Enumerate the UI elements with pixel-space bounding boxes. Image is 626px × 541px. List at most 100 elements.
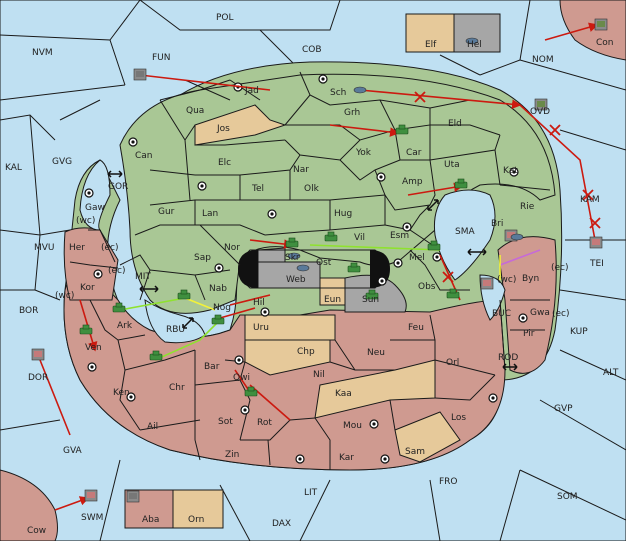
label-her: Her [69, 243, 85, 253]
label-fro: FRO [439, 477, 458, 487]
label-qua: Qua [186, 106, 204, 116]
label-amp: Amp [402, 177, 423, 187]
label-nor: Nor [224, 243, 240, 253]
province-cow[interactable] [0, 469, 58, 541]
order-move[interactable] [229, 294, 271, 306]
province-jos[interactable] [194, 104, 287, 146]
order-move[interactable] [139, 74, 271, 91]
fleet-icon[interactable] [31, 18, 608, 503]
label-kor-ec: (ec) [108, 266, 126, 276]
province-elf[interactable] [405, 13, 455, 53]
label-dor: DOR [28, 373, 48, 383]
label-olk: Olk [304, 184, 320, 194]
order-move[interactable] [54, 496, 90, 511]
order-move[interactable] [519, 104, 596, 241]
label-nog: Nog [213, 303, 231, 313]
supply-center-icon [84, 74, 528, 464]
label-kat: Kat [503, 166, 518, 176]
label-aba: Aba [142, 515, 159, 525]
label-sch: Sch [330, 88, 346, 98]
order-move[interactable] [329, 124, 400, 137]
label-gwa-ec: (ec) [552, 309, 570, 319]
label-gor: GOR [108, 182, 128, 192]
label-nvm: NVM [32, 48, 53, 58]
order-move[interactable] [39, 359, 71, 436]
label-hil: Hil [253, 298, 265, 308]
label-sma: SMA [455, 227, 475, 237]
label-som: SOM [557, 492, 578, 502]
order-support[interactable] [184, 297, 216, 311]
units [31, 18, 608, 503]
label-nil: Nil [313, 370, 325, 380]
label-eun: Eun [324, 295, 341, 305]
label-nar: Nar [293, 165, 309, 175]
label-swm: SWM [81, 513, 103, 523]
supply-centers [84, 74, 528, 464]
label-ovd: OVD [530, 107, 550, 117]
order-support[interactable] [499, 249, 541, 266]
label-hel: Hel [467, 40, 482, 50]
label-gaw: Gaw [85, 203, 105, 213]
label-eld: Eld [448, 119, 462, 129]
label-mit: MIT [135, 272, 151, 282]
order-move[interactable] [359, 89, 522, 110]
label-cow: Cow [27, 526, 46, 536]
label-feu: Feu [408, 323, 424, 333]
label-lit: LIT [304, 488, 318, 498]
label-neu: Neu [367, 348, 385, 358]
label-esm: Esm [390, 231, 409, 241]
label-rie: Rie [520, 202, 535, 212]
order-support[interactable] [154, 319, 221, 361]
label-orn: Orn [188, 515, 204, 525]
label-kal: KAL [5, 163, 22, 173]
label-kar: Kar [339, 453, 354, 463]
province-hel[interactable] [453, 13, 501, 53]
label-ost: Ost [316, 258, 332, 268]
label-byn-ec: (ec) [551, 263, 569, 273]
label-kup: KUP [570, 327, 588, 337]
label-bar: Bar [204, 362, 220, 372]
label-zin: Zin [225, 450, 239, 460]
order-move[interactable] [407, 182, 464, 196]
label-buc: BUC [492, 309, 511, 319]
army-icon[interactable] [79, 124, 468, 397]
label-jos: Jos [216, 124, 230, 134]
order-move[interactable] [219, 307, 256, 319]
province-sam[interactable] [394, 411, 461, 463]
label-byn: Byn [522, 274, 539, 284]
label-cob: COB [302, 45, 322, 55]
label-mou: Mou [343, 421, 362, 431]
order-move[interactable] [249, 239, 294, 249]
label-rbu: RBU [166, 325, 185, 335]
label-sot: Sot [218, 417, 233, 427]
label-ail: Ail [147, 422, 158, 432]
label-ven: Ven [85, 343, 102, 353]
label-nab: Nab [209, 284, 227, 294]
label-hug: Hug [334, 209, 352, 219]
label-con: Con [596, 38, 614, 48]
order-support[interactable] [309, 244, 441, 251]
order-move[interactable] [544, 22, 599, 41]
label-tel: Tel [251, 184, 264, 194]
sea-sma[interactable] [434, 189, 496, 281]
province-chp[interactable] [244, 339, 331, 376]
label-kaa: Kaa [335, 389, 352, 399]
label-her-ec: (ec) [101, 243, 119, 253]
label-gwa: Gwa [530, 308, 550, 318]
province-orn[interactable] [172, 489, 224, 529]
label-lan: Lan [202, 209, 218, 219]
label-sun: Sun [362, 295, 379, 305]
label-rot: Rot [257, 418, 272, 428]
label-yok: Yok [355, 148, 372, 158]
label-jad: Jad [244, 86, 259, 96]
label-byn-wc: (wc) [497, 275, 516, 285]
label-gaw-wc: (wc) [76, 216, 95, 226]
label-pir: Pir [523, 329, 535, 339]
order-support[interactable] [119, 297, 186, 311]
label-skr: Skr [285, 253, 300, 263]
label-rod: ROD [498, 353, 518, 363]
label-vil: Vil [354, 233, 365, 243]
label-chr: Chr [169, 383, 185, 393]
label-dax: DAX [272, 519, 291, 529]
